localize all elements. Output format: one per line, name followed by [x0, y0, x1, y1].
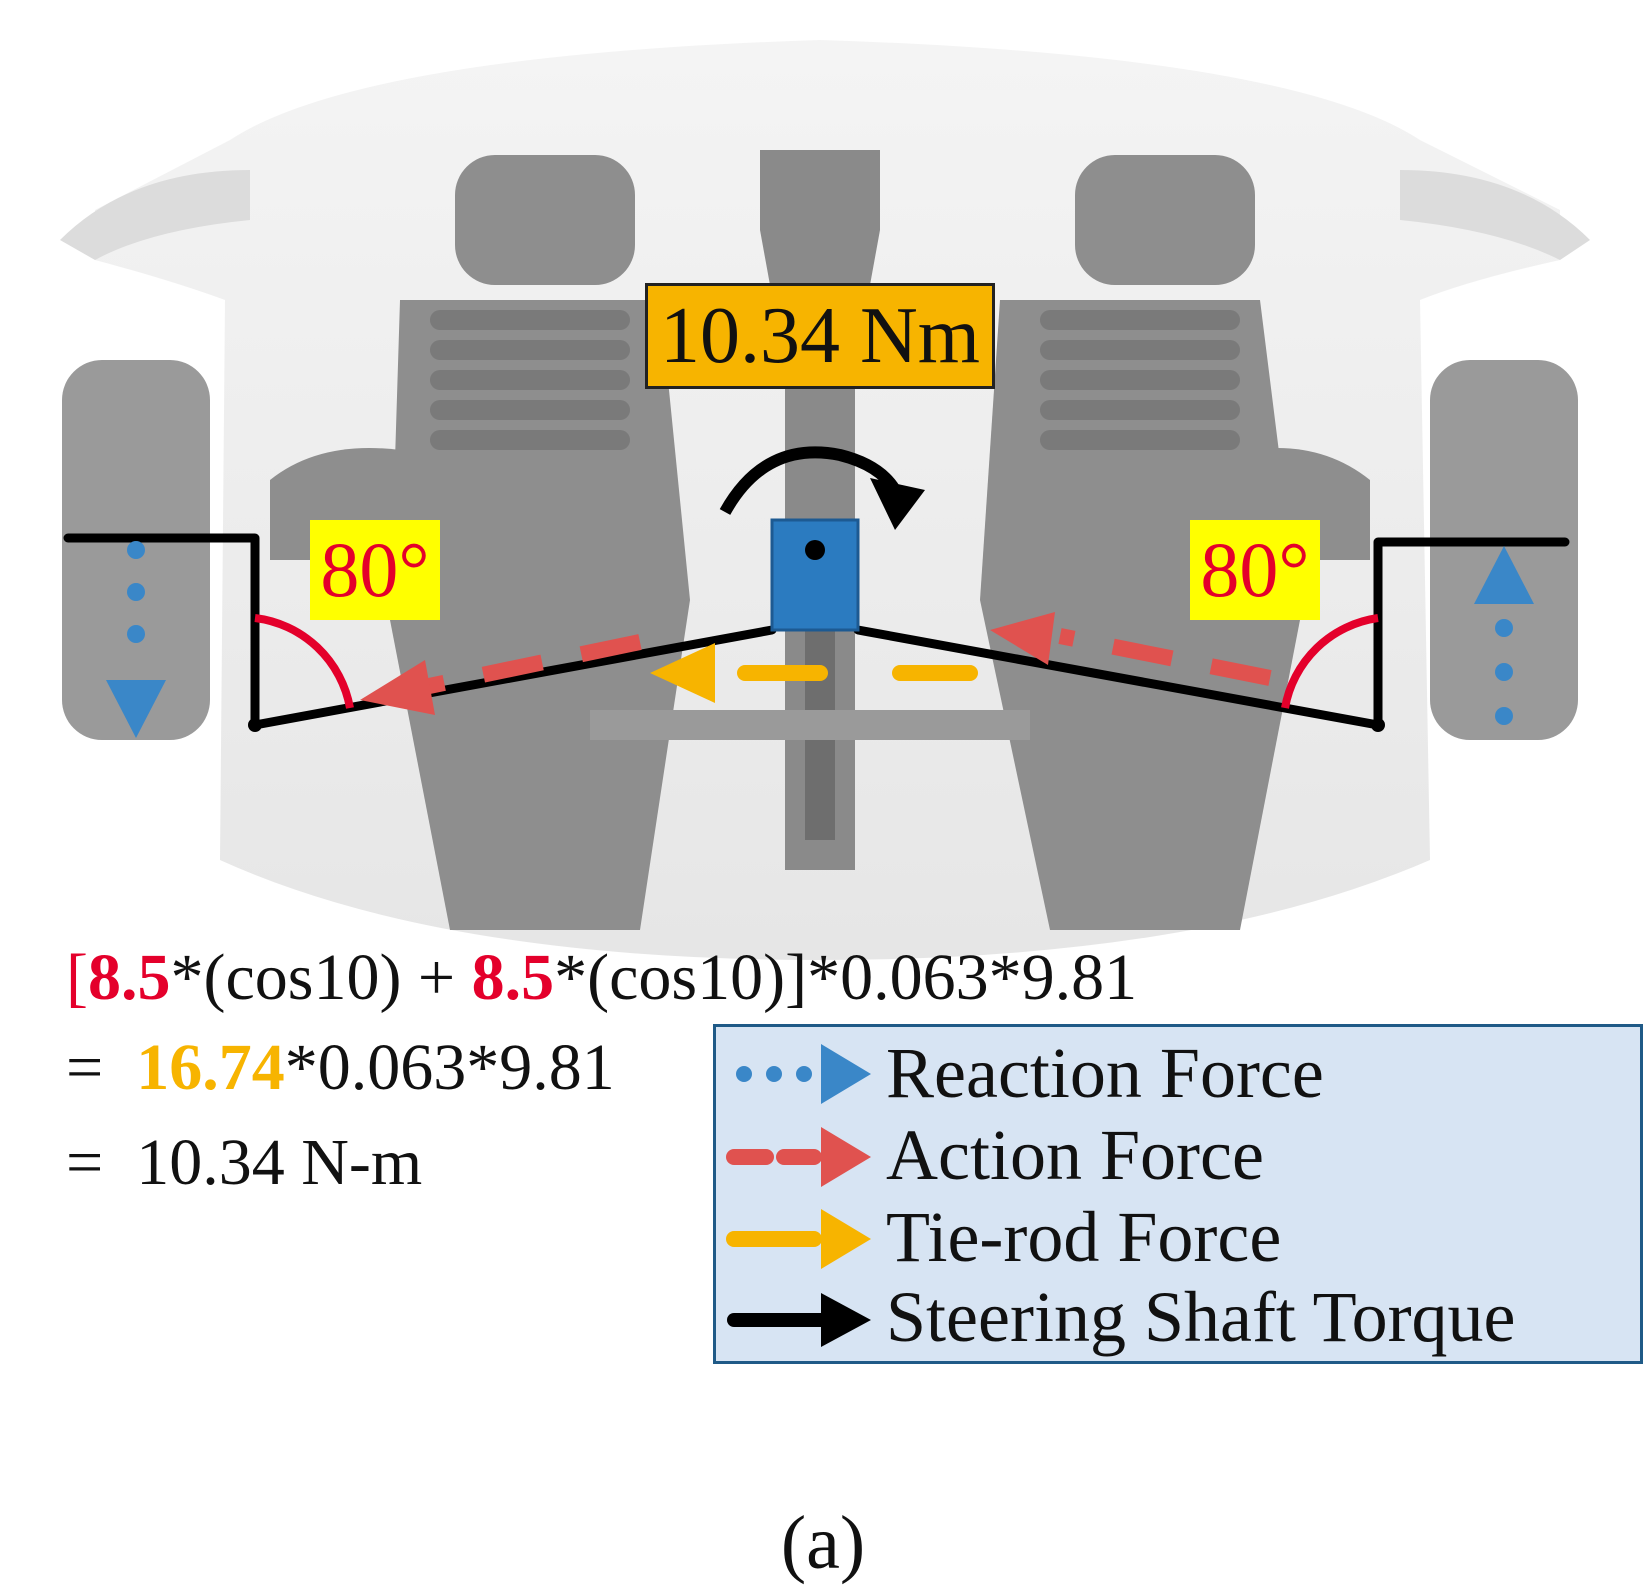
- eq2-prefix: =: [66, 1031, 137, 1104]
- torque-label-box: 10.34 Nm: [645, 283, 995, 389]
- legend-action-symbol: [726, 1127, 871, 1187]
- legend-tie-rod-symbol: [726, 1209, 871, 1269]
- left-angle-label: 80°: [320, 526, 430, 613]
- right-angle-label: 80°: [1200, 526, 1310, 613]
- tie-rod-force-arrow: [650, 643, 978, 703]
- right-angle-label-box: 80°: [1190, 520, 1320, 620]
- left-pedal-area: [270, 155, 690, 930]
- eq-sum: 16.74: [136, 1031, 285, 1104]
- legend: Reaction Force Action Force Tie-rod Forc…: [713, 1024, 1643, 1364]
- right-joint: [1371, 718, 1385, 732]
- eq3-text: = 10.34 N-m: [66, 1126, 423, 1199]
- legend-action-label: Action Force: [886, 1115, 1264, 1195]
- right-pedal-area: [980, 155, 1370, 930]
- legend-tie-rod-label: Tie-rod Force: [886, 1197, 1282, 1277]
- legend-torque-symbol: [727, 1293, 871, 1347]
- pivot-center: [805, 540, 825, 560]
- equation-line-2: = 16.74*0.063*9.81: [66, 1035, 615, 1101]
- eq-part-a: *(cos10) +: [170, 941, 472, 1014]
- left-reaction-force-arrow: [106, 541, 166, 738]
- equation-line-3: = 10.34 N-m: [66, 1130, 422, 1196]
- equation-line-1: [8.5*(cos10) + 8.5*(cos10)]*0.063*9.81: [66, 945, 1137, 1011]
- torque-arrow: [719, 446, 925, 530]
- left-action-force-arrow: [360, 634, 642, 715]
- torque-label: 10.34 Nm: [660, 292, 980, 380]
- eq-open-bracket: [: [66, 941, 88, 1014]
- steering-pivot: [770, 518, 860, 632]
- left-joint: [248, 718, 262, 732]
- eq-coef-b: 8.5: [471, 941, 555, 1014]
- eq-part-b: *(cos10)]*0.063*9.81: [554, 941, 1138, 1014]
- legend-reaction-label: Reaction Force: [886, 1033, 1324, 1113]
- right-angle-arc: [1281, 614, 1379, 709]
- legend-reaction-symbol: [736, 1044, 871, 1104]
- eq-coef-a: 8.5: [87, 941, 171, 1014]
- left-angle-arc: [254, 614, 354, 709]
- steering-linkage: [63, 533, 1570, 730]
- right-reaction-force-arrow: [1474, 546, 1534, 725]
- eq2-rest: *0.063*9.81: [284, 1031, 615, 1104]
- legend-torque-label: Steering Shaft Torque: [886, 1277, 1516, 1357]
- left-angle-label-box: 80°: [310, 520, 440, 620]
- figure-caption: (a): [780, 1501, 866, 1585]
- right-action-force-arrow: [990, 612, 1272, 686]
